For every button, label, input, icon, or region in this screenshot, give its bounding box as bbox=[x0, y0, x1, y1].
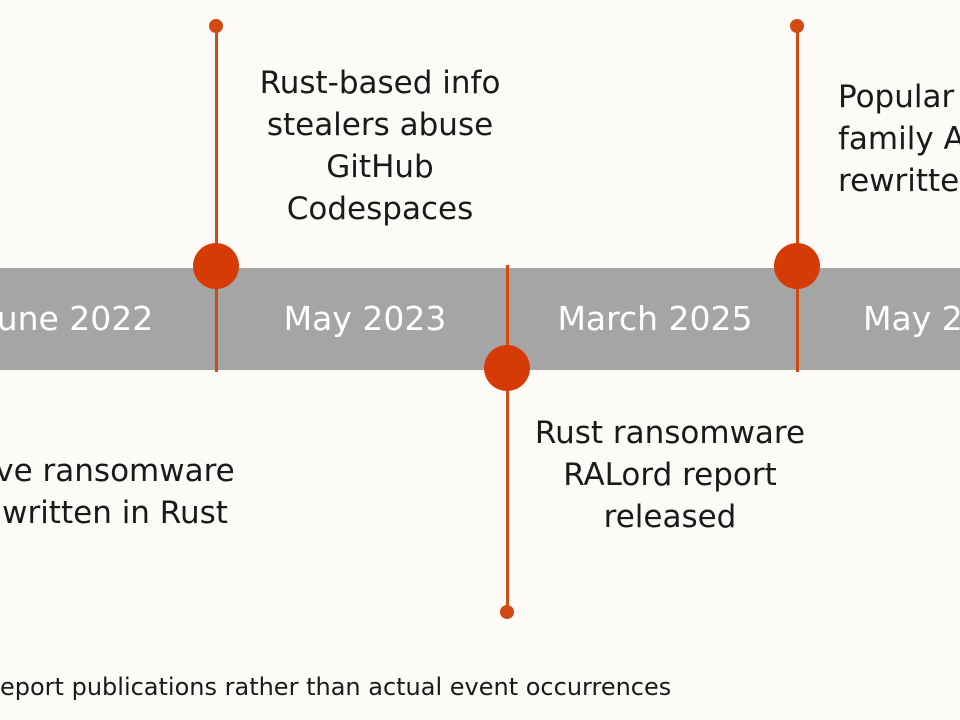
event-2-line-4: Codespaces bbox=[286, 191, 474, 227]
marker-stem-2 bbox=[215, 25, 218, 372]
marker-node-4 bbox=[774, 243, 820, 289]
event-2-line-1: Rust-based info bbox=[259, 65, 501, 101]
event-2-line-3: GitHub bbox=[326, 149, 434, 185]
event-4-line-1: Popular bbox=[838, 79, 955, 115]
marker-cap-4 bbox=[790, 19, 804, 33]
date-label-1: une 2022 bbox=[0, 299, 154, 338]
event-label-2: Rust-based info stealers abuse GitHub Co… bbox=[245, 62, 515, 230]
marker-cap-2 bbox=[209, 19, 223, 33]
event-3-line-2: RALord report bbox=[563, 457, 777, 493]
marker-cap-3 bbox=[500, 605, 514, 619]
event-4-line-2: family A bbox=[838, 121, 960, 157]
date-label-3: March 2025 bbox=[557, 299, 753, 338]
footnote: eport publications rather than actual ev… bbox=[0, 673, 672, 701]
event-3-line-1: Rust ransomware bbox=[534, 415, 806, 451]
date-label-4: May 2 bbox=[863, 299, 960, 338]
marker-node-2 bbox=[193, 243, 239, 289]
marker-stem-4 bbox=[796, 25, 799, 372]
event-label-1: ve ransomware written in Rust bbox=[0, 450, 260, 534]
date-label-2: May 2023 bbox=[283, 299, 447, 338]
event-1-line-2: written in Rust bbox=[2, 495, 228, 531]
event-3-line-3: released bbox=[603, 499, 737, 535]
event-label-3: Rust ransomware RALord report released bbox=[525, 412, 815, 538]
event-2-line-2: stealers abuse bbox=[266, 107, 494, 143]
marker-stem-3 bbox=[506, 265, 509, 613]
marker-node-3 bbox=[484, 345, 530, 391]
event-1-line-1: ve ransomware bbox=[0, 453, 235, 489]
